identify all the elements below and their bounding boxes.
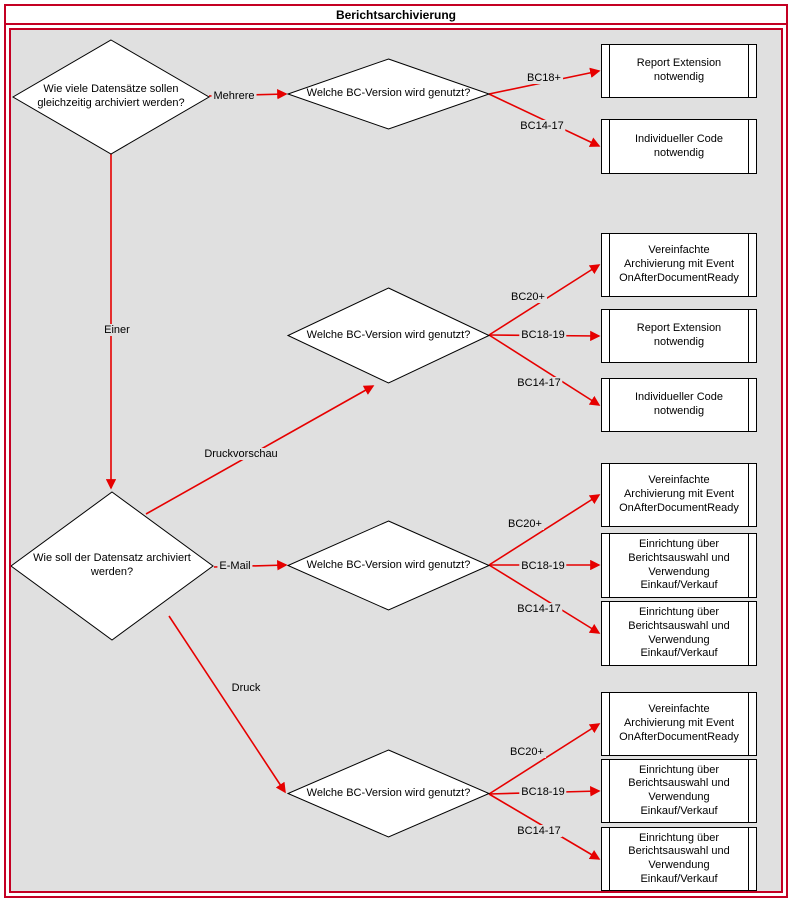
edge-label-bc18-19-1: BC18-19 <box>519 329 567 341</box>
decision-archivierungsart: Wie soll der Datensatz archiviert werden… <box>11 492 213 640</box>
outcome-label: Einrichtung über Berichtsauswahl und Ver… <box>628 831 730 885</box>
decision-label: Welche BC-Version wird genutzt? <box>306 87 471 100</box>
outcome-label: Einrichtung über Berichtsauswahl und Ver… <box>628 763 730 817</box>
edge-label-einer: Einer <box>102 324 132 336</box>
outcome-vereinfachte-archivierung-3: Vereinfachte Archivierung mit Event OnAf… <box>601 692 757 756</box>
edge-line-bc14-17-2 <box>488 334 601 406</box>
edge-line-bc14-17-3 <box>488 564 601 634</box>
diagram-title: Berichtsarchivierung <box>335 7 457 22</box>
diamond-shape <box>11 492 213 640</box>
outcome-label: Report Extension notwendig <box>636 57 722 83</box>
diamond-shape <box>288 288 489 383</box>
decision-label: Welche BC-Version wird genutzt? <box>306 328 471 341</box>
outcome-report-extension-2: Report Extension notwendig <box>601 309 757 363</box>
decision-bc-version-mehrere: Welche BC-Version wird genutzt? <box>288 59 489 129</box>
diagram-canvas: Wie viele Datensätze sollen gleichzeitig… <box>9 28 783 893</box>
outcome-vereinfachte-archivierung-1: Vereinfachte Archivierung mit Event OnAf… <box>601 233 757 297</box>
outcome-individueller-code-2: Individueller Code notwendig <box>601 378 757 432</box>
decision-label: Welche BC-Version wird genutzt? <box>306 786 471 799</box>
outcome-label: Individueller Code notwendig <box>634 132 724 159</box>
edge-label-bc14-17-2: BC14-17 <box>515 377 563 389</box>
outcome-einrichtung-berichtsauswahl-3: Einrichtung über Berichtsauswahl und Ver… <box>601 759 757 823</box>
edge-label-bc14-17-4: BC14-17 <box>515 825 563 837</box>
outcome-label: Individueller Code notwendig <box>634 391 724 417</box>
edge-label-email: E-Mail <box>217 560 253 572</box>
outcome-label: Einrichtung über Berichtsauswahl und Ver… <box>628 606 730 660</box>
decision-label: Welche BC-Version wird genutzt? <box>306 558 471 571</box>
diamond-shape <box>13 40 209 154</box>
outcome-einrichtung-berichtsauswahl-2: Einrichtung über Berichtsauswahl und Ver… <box>601 601 757 666</box>
edge-label-bc14-17-3: BC14-17 <box>515 603 563 615</box>
edge-label-bc14-17-1: BC14-17 <box>518 120 566 132</box>
edge-label-druckvorschau: Druckvorschau <box>202 448 280 460</box>
outcome-label: Vereinfachte Archivierung mit Event OnAf… <box>619 244 739 284</box>
diamond-shape <box>288 521 489 610</box>
edge-line-druck <box>168 615 286 794</box>
edge-label-bc18plus-1: BC18+ <box>525 72 563 84</box>
outcome-label: Report Extension notwendig <box>636 322 722 348</box>
edge-label-bc20plus-1: BC20+ <box>509 291 547 303</box>
outcome-einrichtung-berichtsauswahl-4: Einrichtung über Berichtsauswahl und Ver… <box>601 827 757 891</box>
outcome-label: Vereinfachte Archivierung mit Event OnAf… <box>619 703 739 743</box>
decision-label: Wie viele Datensätze sollen gleichzeitig… <box>37 83 185 109</box>
edge-line-bc20plus-2 <box>488 494 601 566</box>
outcome-einrichtung-berichtsauswahl-1: Einrichtung über Berichtsauswahl und Ver… <box>601 533 757 598</box>
decision-bc-version-druck: Welche BC-Version wird genutzt? <box>288 750 489 837</box>
decision-bc-version-druckvorschau: Welche BC-Version wird genutzt? <box>288 288 489 383</box>
edge-label-bc20plus-3: BC20+ <box>508 746 546 758</box>
outcome-report-extension-1: Report Extension notwendig <box>601 44 757 98</box>
window-frame: Berichtsarchivierung <box>4 4 788 898</box>
edge-label-mehrere: Mehrere <box>211 90 257 102</box>
edge-label-druck: Druck <box>229 682 263 694</box>
diamond-shape <box>288 750 489 837</box>
outcome-label: Einrichtung über Berichtsauswahl und Ver… <box>628 538 730 592</box>
edge-line-bc20plus-3 <box>488 723 601 795</box>
title-bar: Berichtsarchivierung <box>6 6 786 25</box>
edge-label-bc18-19-2: BC18-19 <box>519 560 567 572</box>
edge-label-bc18-19-3: BC18-19 <box>519 786 567 798</box>
edge-label-bc20plus-2: BC20+ <box>506 518 544 530</box>
outcome-vereinfachte-archivierung-2: Vereinfachte Archivierung mit Event OnAf… <box>601 463 757 527</box>
decision-record-count: Wie viele Datensätze sollen gleichzeitig… <box>13 40 209 154</box>
outcome-label: Vereinfachte Archivierung mit Event OnAf… <box>619 474 739 514</box>
outcome-individueller-code-1: Individueller Code notwendig <box>601 119 757 174</box>
diamond-shape <box>288 59 489 129</box>
decision-label: Wie soll der Datensatz archiviert werden… <box>33 552 191 578</box>
decision-bc-version-email: Welche BC-Version wird genutzt? <box>288 521 489 610</box>
